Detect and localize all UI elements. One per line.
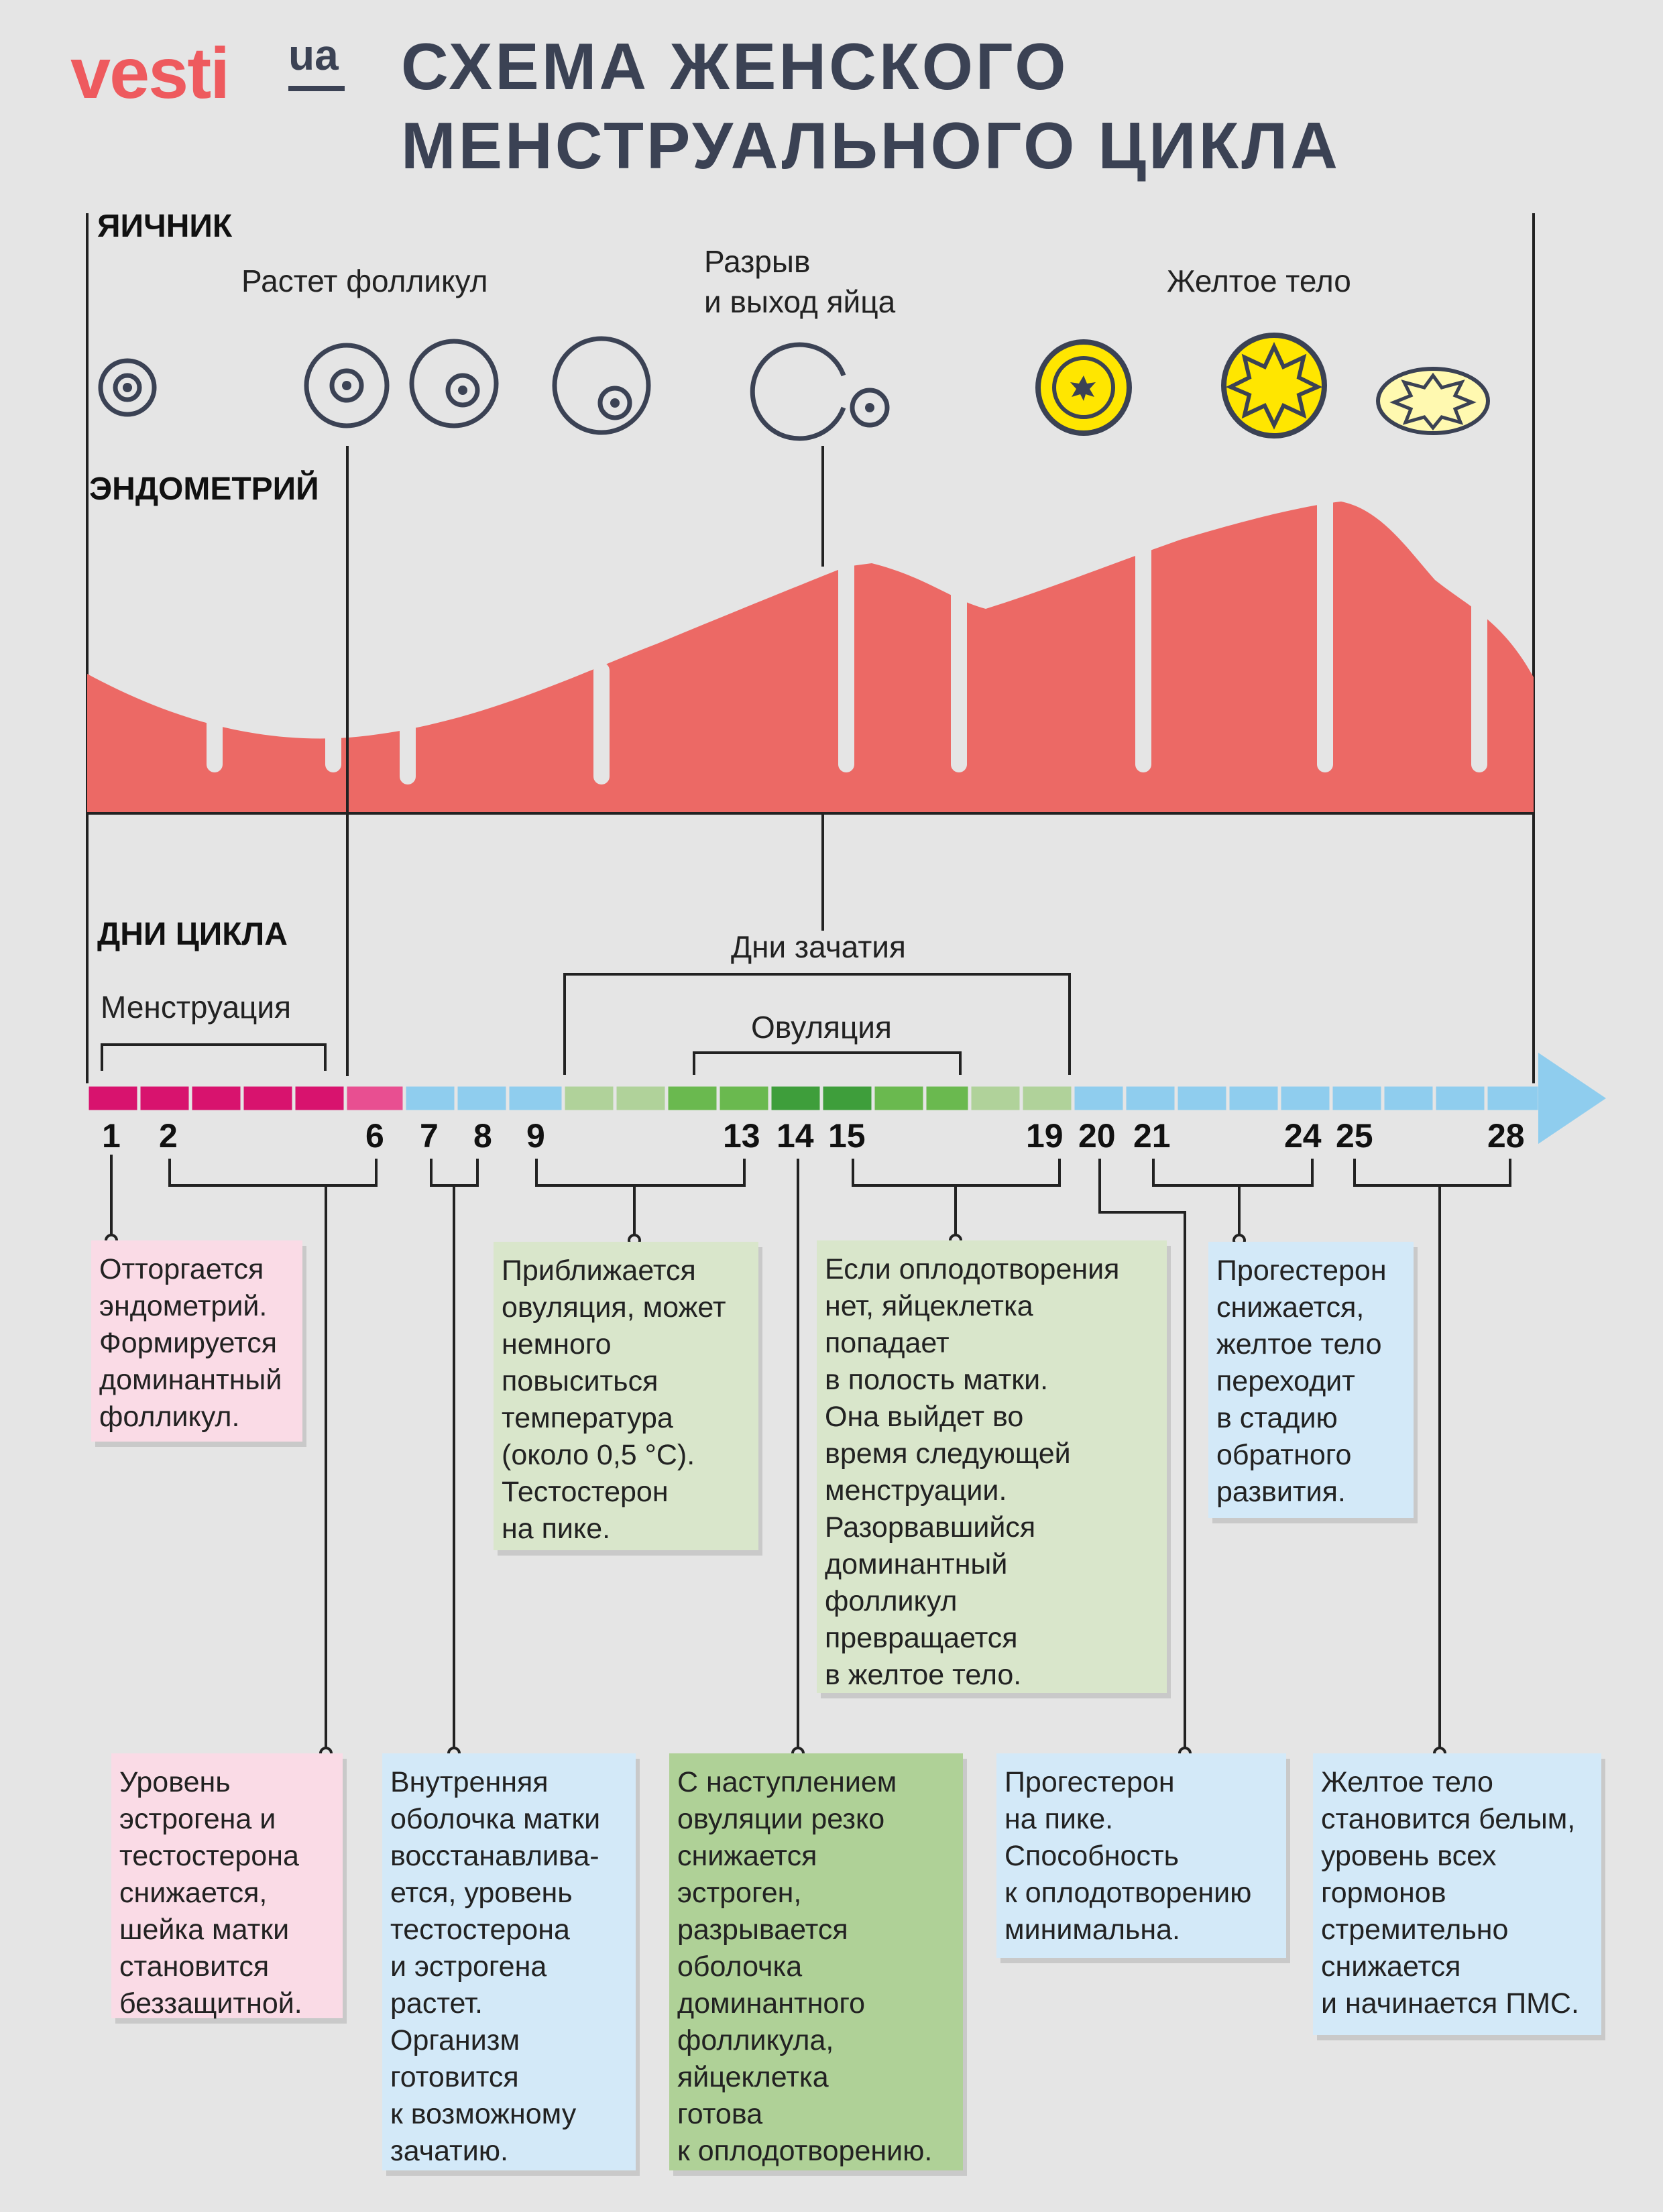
note-connectors [110,1155,1511,1753]
follicle-small-icon [98,358,157,417]
rupture-label: Разрыв и выход яйца [704,241,895,322]
note-days-2-6: Уровень эстрогена и тестостерона снижает… [111,1753,343,2020]
follicle-small-inner [113,373,142,402]
day-number: 9 [526,1117,545,1155]
note-day-14: С наступлением овуляции резко снижается … [669,1753,963,2170]
section-ovary: ЯИЧНИК [97,209,233,244]
released-egg-icon [850,388,890,428]
follicle-mature-icon [552,336,651,435]
follicle-medium-inner [329,368,364,403]
day-number: 6 [365,1117,384,1155]
day-number: 7 [420,1117,439,1155]
logo-underline [288,86,345,91]
note-day-20: Прогестерон на пике. Способность к оплод… [996,1753,1286,1958]
note-day-1: Отторгается эндометрий. Формируется доми… [91,1240,302,1442]
vesti-logo-ua: ua [288,31,339,79]
day-number: 13 [723,1117,760,1155]
follicle-grows-label: Растет фолликул [241,264,488,298]
note-days-9-13: Приближается овуляция, может немного пов… [494,1242,758,1550]
note-days-21-24: Прогестерон снижается, желтое тело перех… [1208,1242,1414,1518]
day-number: 19 [1026,1117,1064,1155]
day-number: 21 [1133,1117,1171,1155]
follicle-large-inner [445,373,480,408]
follicle-icons [98,336,890,441]
vesti-logo[interactable]: vesti [70,32,230,113]
ovulation-bracket [693,1051,962,1075]
day-number: 2 [159,1117,178,1155]
endometrium-wave [87,502,1534,813]
corpus-luteum-icons [1035,333,1490,439]
note-days-25-28: Желтое тело становится белым, уровень вс… [1313,1753,1601,2035]
day-number: 8 [473,1117,492,1155]
conception-days-label: Дни зачатия [731,929,906,964]
day-number: 25 [1336,1117,1373,1155]
follicle-mature-inner [597,386,632,420]
rupture-label-line-1: Разрыв [704,244,811,279]
menstruation-bracket [101,1043,327,1071]
follicle-large-icon [409,339,499,428]
day-number: 20 [1078,1117,1116,1155]
title-line-1: СХЕМА ЖЕНСКОГО [401,30,1069,103]
corpus-luteum-label: Желтое тело [1167,264,1351,298]
note-days-15-19: Если оплодотворения нет, яйцеклетка попа… [817,1240,1167,1693]
page-title: СХЕМА ЖЕНСКОГО МЕНСТРУАЛЬНОГО ЦИКЛА [401,27,1340,185]
title-line-2: МЕНСТРУАЛЬНОГО ЦИКЛА [401,109,1340,182]
ruptured-follicle-icon [750,342,846,441]
day-number: 28 [1487,1117,1525,1155]
conception-days-bracket [563,973,1071,1075]
endometrium-glands [207,491,1487,784]
menstruation-label: Менструация [101,990,291,1025]
timeline-bar [85,1083,1542,1114]
follicle-medium-icon [304,343,390,428]
section-cycle-days: ДНИ ЦИКЛА [97,917,288,952]
day-number: 15 [828,1117,866,1155]
ovulation-label: Овуляция [751,1010,892,1045]
follicle-dots [123,381,874,412]
rupture-label-line-2: и выход яйца [704,284,896,319]
day-number: 24 [1284,1117,1322,1155]
timeline-arrow-head [1538,1053,1606,1144]
day-number: 1 [102,1117,121,1155]
note-days-7-8: Внутренняя оболочка матки восстанавлива-… [382,1753,636,2170]
section-endometrium: ЭНДОМЕТРИЙ [89,471,319,507]
day-number: 14 [777,1117,814,1155]
